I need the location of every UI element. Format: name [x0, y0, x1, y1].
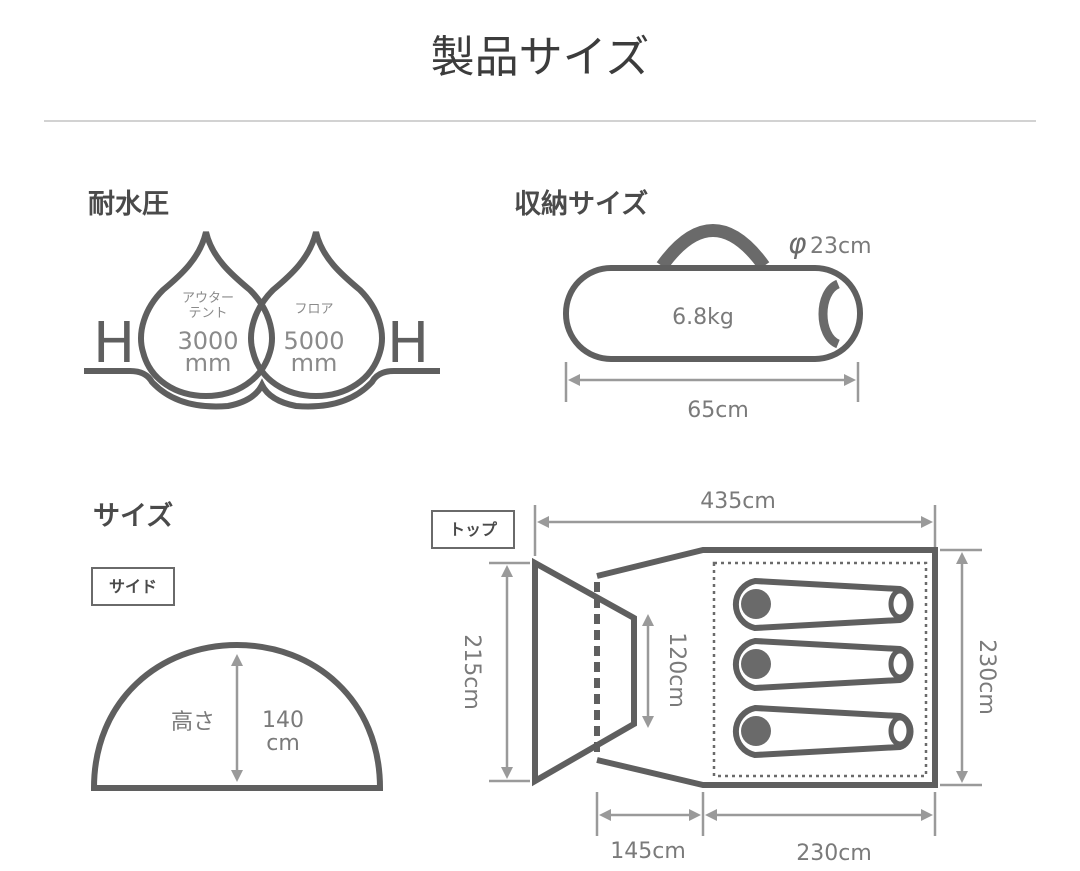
arrowhead	[956, 771, 968, 783]
size-heading: サイズ	[93, 500, 173, 532]
front-width: 215cm	[459, 634, 484, 710]
diameter-symbol: φ	[788, 227, 807, 260]
front-vestibule-panel	[532, 557, 637, 787]
top-view-tag	[431, 510, 515, 549]
arrowhead	[956, 552, 968, 564]
diameter-value: 23cm	[810, 234, 872, 259]
arrowhead-left	[568, 374, 580, 386]
arrowhead	[501, 767, 513, 779]
floor-label: フロア	[294, 302, 333, 317]
storage-size-section: 収納サイズ φ 23cm 6.8kg 65cm	[514, 188, 872, 423]
total-length: 435cm	[700, 489, 776, 514]
sleeping-bag	[732, 704, 914, 759]
side-view-tag-label: サイド	[109, 577, 157, 596]
outer-tent-drop	[138, 231, 275, 400]
bag-length: 65cm	[687, 398, 749, 423]
height-arrowhead-top	[231, 654, 243, 666]
arrowhead	[642, 716, 654, 728]
outer-tent-value: 3000	[177, 327, 238, 355]
arrowhead	[689, 809, 701, 821]
storage-bag	[563, 265, 863, 362]
sleeping-bag	[732, 637, 914, 692]
tent-body-outline	[596, 547, 938, 788]
bag-handle	[656, 224, 770, 270]
inner-length: 230cm	[796, 841, 872, 866]
inner-tent-area	[712, 561, 928, 778]
arrowhead	[599, 809, 611, 821]
h-right-letter: H	[387, 311, 429, 376]
side-view-dome	[90, 641, 384, 791]
bag-end-opening	[818, 279, 841, 349]
page-title: 製品サイズ	[431, 32, 650, 83]
height-unit: cm	[266, 731, 300, 756]
outer-tent-label-2: テント	[188, 306, 227, 321]
height-label: 高さ	[171, 710, 215, 735]
size-section: サイズ サイド 高さ 140 cm トップ 435cm	[90, 489, 999, 866]
arrowhead	[705, 809, 717, 821]
floor-value: 5000	[283, 327, 344, 355]
water-pressure-heading: 耐水圧	[88, 189, 169, 220]
outer-tent-unit: mm	[185, 349, 232, 377]
side-view-tag	[91, 567, 175, 606]
h-left-letter: H	[93, 311, 135, 376]
top-view-tag-label: トップ	[449, 520, 498, 539]
outer-tent-label-1: アウター	[182, 291, 234, 306]
sleeping-bag	[732, 577, 914, 632]
inner-width: 230cm	[974, 639, 999, 715]
arrowhead	[921, 516, 933, 528]
bag-weight: 6.8kg	[672, 305, 734, 330]
floor-unit: mm	[291, 349, 338, 377]
arrowhead	[642, 614, 654, 626]
ground-line	[84, 368, 440, 410]
floor-drop	[248, 231, 385, 400]
vestibule-length: 145cm	[610, 839, 686, 864]
arrowhead	[537, 516, 549, 528]
arrowhead-right	[844, 374, 856, 386]
height-arrowhead-bottom	[231, 770, 243, 782]
water-pressure-section: 耐水圧 H H アウター テント 3000 mm フロア 5000 mm	[84, 189, 440, 410]
arrowhead	[501, 565, 513, 577]
storage-size-heading: 収納サイズ	[514, 188, 648, 220]
vestibule-width: 120cm	[664, 632, 689, 708]
arrowhead	[921, 809, 933, 821]
height-value: 140	[262, 708, 304, 733]
